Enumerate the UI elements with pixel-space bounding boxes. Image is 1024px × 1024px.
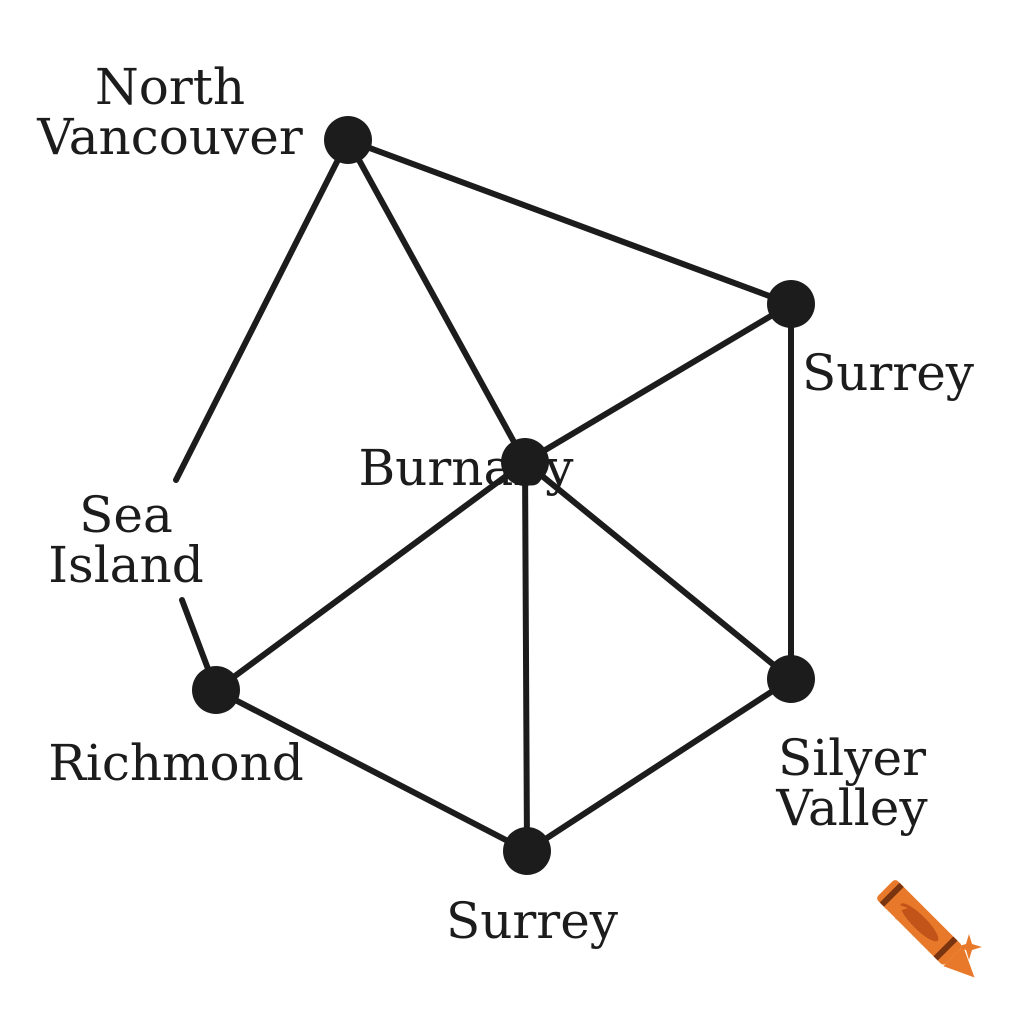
node-label-line: Valley [775,779,928,837]
crayon-icon [877,880,975,978]
edge-surrey-east-burnaby [522,301,794,465]
node-label-richmond: Richmond [48,734,304,792]
node-label-line: Surrey [446,892,619,950]
edges-layer [173,137,794,854]
node-burnaby [501,438,549,486]
edge-north-vancouver-burnaby [345,137,528,465]
nodes-layer [192,116,815,875]
node-label-line: Burnaby [358,439,574,497]
node-label-line: Surrey [802,344,975,402]
sparkle-icon [956,934,982,960]
edge-richmond-surrey-south [213,687,530,854]
edge-north-vancouver-surrey-east [345,137,794,307]
node-label-line: Vancouver [36,108,303,166]
node-label-line: Richmond [48,734,304,792]
edge-burnaby-richmond [213,459,528,693]
node-north-vancouver [324,116,372,164]
node-label-burnaby: Burnaby [358,439,574,497]
node-label-line: Silyer [778,729,926,787]
edge-north-vancouver-sea-island [173,137,351,483]
edge-surrey-south-silver-valley [524,676,794,854]
edge-burnaby-silver-valley [522,459,794,682]
node-label-line: North [95,58,245,116]
node-label-surrey-south: Surrey [446,892,619,950]
node-surrey-east [767,280,815,328]
sparkle-icon [884,896,908,920]
edge-burnaby-surrey-south [522,459,530,854]
node-label-surrey-east: Surrey [802,344,975,402]
node-label-line: Sea [79,486,173,544]
node-richmond [192,666,240,714]
node-silver-valley [767,655,815,703]
node-label-line: Island [48,536,203,594]
node-surrey-south [503,827,551,875]
